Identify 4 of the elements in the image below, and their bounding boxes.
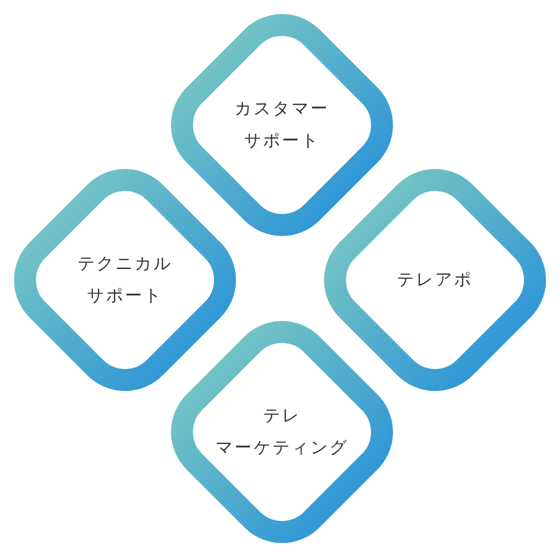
diamond-label: テレアポ: [397, 269, 473, 292]
diamond-label: テレマーケティング: [216, 405, 348, 460]
diamond-label: カスタマーサポート: [234, 98, 330, 153]
diamond-label: テクニカルサポート: [78, 253, 172, 308]
